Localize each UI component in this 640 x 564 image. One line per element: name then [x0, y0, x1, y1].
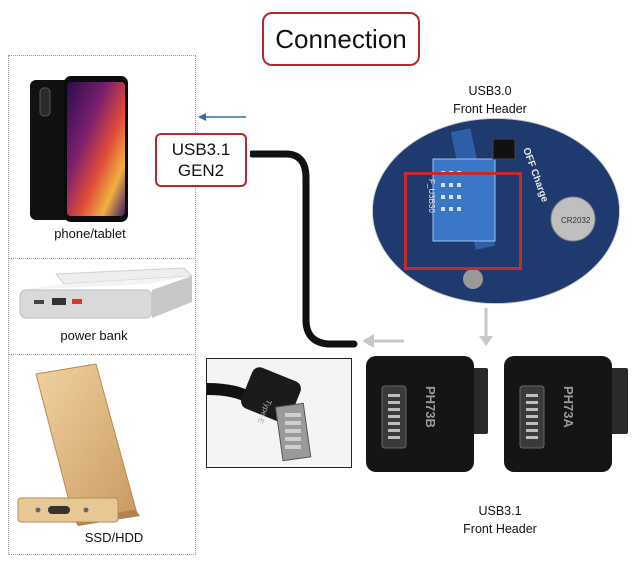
adapter-marking-b: PH73B	[423, 386, 438, 428]
device-label-power-bank: power bank	[60, 328, 128, 343]
phone-back	[30, 80, 70, 220]
cable-type-line2: GEN2	[177, 161, 225, 180]
motherboard-image: CR2032 OFF Charge F_U3B30	[373, 119, 619, 303]
usb31-header-label: USB3.1 Front Header	[440, 502, 560, 538]
phone-image	[30, 76, 128, 222]
cable-type-line1: USB3.1	[171, 140, 231, 159]
battery-marking: CR2032	[561, 216, 591, 225]
ssd-image	[17, 363, 140, 526]
cable-type-label: USB3.1 GEN2	[155, 133, 247, 187]
camera-icon	[39, 87, 51, 117]
usb31-header-line2: Front Header	[463, 522, 537, 536]
adapter-marking-a: PH73A	[561, 386, 576, 429]
device-label-phone: phone/tablet	[54, 226, 126, 241]
usb31-header-line1: USB3.1	[478, 504, 522, 518]
page-title: Connection	[262, 12, 420, 66]
usb-cable	[250, 150, 358, 348]
phone-screen	[67, 82, 125, 216]
arrow-down-gray	[479, 308, 493, 346]
header-marking: F_U3B30	[427, 179, 436, 213]
arrow-left-blue	[198, 113, 246, 121]
header-highlight-box	[404, 172, 522, 270]
arrow-left-gray	[362, 334, 404, 348]
adapter-ph73a: PH73A	[504, 356, 628, 472]
motherboard-closeup: CR2032 OFF Charge F_U3B30	[372, 118, 620, 304]
type-e-connector-image: Type-E	[207, 367, 312, 462]
usb30-header-label: USB3.0 Front Header	[430, 82, 550, 118]
power-bank-image	[19, 267, 192, 319]
adapter-ph73b: PH73B	[366, 356, 488, 472]
connector-closeup: Type-E	[206, 358, 352, 468]
panel-divider	[8, 258, 196, 259]
panel-divider	[8, 354, 196, 355]
device-label-ssd: SSD/HDD	[84, 530, 144, 545]
usb30-header-line1: USB3.0	[468, 84, 512, 98]
usb30-header-line2: Front Header	[453, 102, 527, 116]
device-panel	[8, 55, 196, 555]
